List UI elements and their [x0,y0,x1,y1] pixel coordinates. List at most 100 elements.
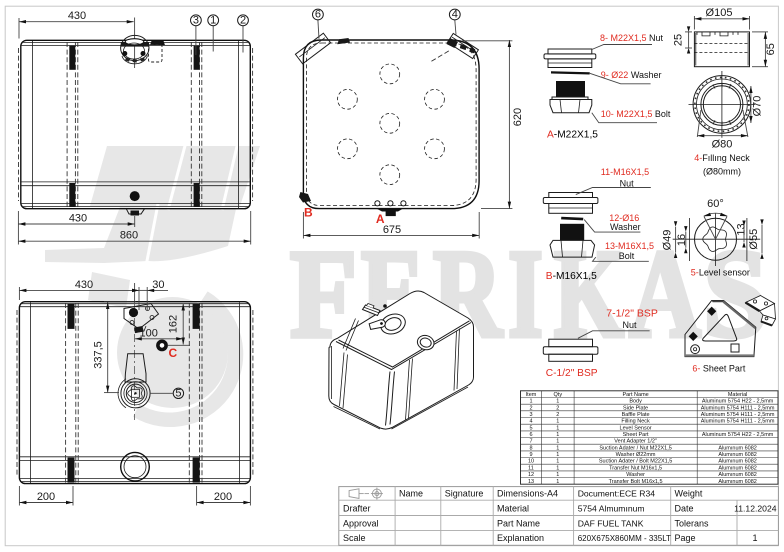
svg-text:Ø70: Ø70 [752,96,764,117]
svg-text:675: 675 [383,224,401,236]
svg-text:3: 3 [529,412,532,418]
svg-text:Alumınum 6082: Alumınum 6082 [718,445,757,451]
svg-text:1: 1 [210,14,216,26]
svg-text:2: 2 [240,14,246,26]
svg-text:B: B [304,206,313,220]
svg-text:3: 3 [193,14,199,26]
svg-text:B-M16X1,5: B-M16X1,5 [546,271,597,282]
svg-text:8- M22X1,5 Nut: 8- M22X1,5 Nut [600,33,664,43]
svg-text:Baffle Plate: Baffle Plate [622,412,650,418]
svg-text:Material: Material [497,503,529,513]
svg-text:10: 10 [528,459,534,465]
svg-text:Nut: Nut [620,178,635,188]
svg-text:Filling Neck: Filling Neck [621,419,650,425]
svg-text:Suction Adater / Bolt M22X1,5: Suction Adater / Bolt M22X1,5 [599,459,672,465]
svg-text:Part Name: Part Name [622,392,648,398]
svg-text:5: 5 [175,387,181,399]
svg-text:Aluminum 5754 H111 - 2,5mm: Aluminum 5754 H111 - 2,5mm [701,412,775,418]
svg-text:Washer Ø22mm: Washer Ø22mm [616,452,656,458]
svg-text:25: 25 [673,34,685,46]
svg-text:4: 4 [529,419,532,425]
svg-text:Qty: Qty [554,392,563,398]
svg-text:16: 16 [676,234,688,246]
svg-text:Alumınum 6082: Alumınum 6082 [718,452,757,458]
svg-text:9: 9 [529,452,532,458]
svg-text:1: 1 [556,439,559,445]
svg-text:7-1/2" BSP: 7-1/2" BSP [606,308,658,320]
svg-text:Aluminum 5754 H111 - 2,5mm: Aluminum 5754 H111 - 2,5mm [701,419,775,425]
svg-text:1: 1 [556,399,559,405]
svg-text:1: 1 [752,533,757,543]
svg-text:Alumınum 6082: Alumınum 6082 [718,465,757,471]
svg-text:1: 1 [556,419,559,425]
svg-text:12: 12 [528,472,534,478]
svg-text:860: 860 [120,230,138,242]
svg-text:Page: Page [675,533,696,543]
svg-text:Alumınum 6082: Alumınum 6082 [718,459,757,465]
svg-text:65: 65 [765,43,777,55]
svg-text:Material: Material [728,392,748,398]
svg-text:1: 1 [556,465,559,471]
svg-text:13: 13 [736,223,748,235]
svg-text:430: 430 [75,279,93,291]
svg-text:DAF FUEL TANK: DAF FUEL TANK [578,518,644,528]
svg-text:620: 620 [512,108,524,126]
svg-text:Weight: Weight [675,489,703,499]
svg-text:12-Ø16: 12-Ø16 [609,213,639,223]
svg-text:(Ø80mm): (Ø80mm) [703,167,741,177]
svg-text:Bolt: Bolt [619,251,635,261]
svg-text:1: 1 [556,459,559,465]
svg-text:Nut: Nut [623,320,638,330]
svg-text:Transfer Bolt M16x1,5: Transfer Bolt M16x1,5 [609,479,663,485]
svg-text:6- Sheet Part: 6- Sheet Part [692,363,746,373]
svg-text:60°: 60° [707,198,724,210]
svg-text:337,5: 337,5 [92,341,104,369]
svg-text:Dimensions-A4: Dimensions-A4 [497,489,558,499]
svg-text:Approval: Approval [343,518,379,528]
svg-text:Sheet Part: Sheet Part [623,432,649,438]
svg-text:Scale: Scale [343,533,366,543]
svg-text:11-M16X1,5: 11-M16X1,5 [601,167,649,177]
svg-text:620X675X860MM - 335LT: 620X675X860MM - 335LT [578,534,671,543]
svg-text:Side Plate: Side Plate [623,405,648,411]
svg-text:Ø49: Ø49 [661,230,673,251]
svg-text:7: 7 [529,439,532,445]
svg-text:Drafter: Drafter [343,503,371,513]
svg-text:430: 430 [69,212,87,224]
svg-text:Transfer Nut M16x1,5: Transfer Nut M16x1,5 [609,465,662,471]
svg-text:2: 2 [556,412,559,418]
svg-text:8: 8 [529,445,532,451]
svg-text:10- M22X1,5 Bolt: 10- M22X1,5 Bolt [601,109,671,119]
svg-text:162: 162 [168,315,180,333]
svg-text:5-Level sensor: 5-Level sensor [691,267,750,277]
svg-text:Aluminum 5754 H111 - 2,5mm: Aluminum 5754 H111 - 2,5mm [701,405,775,411]
svg-text:6: 6 [315,9,321,21]
svg-text:K: K [554,225,624,364]
svg-text:1: 1 [556,425,559,431]
svg-text:13: 13 [528,479,534,485]
svg-text:5754 Almumınum: 5754 Almumınum [578,503,645,513]
svg-text:Alumınum 6082: Alumınum 6082 [718,479,757,485]
svg-text:Ø105: Ø105 [706,7,733,19]
svg-text:Washer: Washer [610,222,641,232]
svg-text:Part Name: Part Name [497,518,540,528]
svg-text:2: 2 [529,405,532,411]
svg-text:Suction Adater / Nut M22X1,5: Suction Adater / Nut M22X1,5 [599,445,671,451]
svg-text:C: C [169,346,178,360]
svg-text:30: 30 [152,279,164,291]
svg-text:Date: Date [675,503,694,513]
svg-text:200: 200 [214,491,232,503]
svg-text:Tolerans: Tolerans [675,518,710,528]
svg-text:Aluminum 5754 H22 - 2,5mm: Aluminum 5754 H22 - 2,5mm [702,432,774,438]
svg-text:Body: Body [629,399,642,405]
svg-text:Level Sensor: Level Sensor [620,425,652,431]
svg-text:I: I [508,225,543,364]
svg-text:Document:ECE R34: Document:ECE R34 [578,489,656,499]
svg-text:Signature: Signature [445,489,484,499]
svg-text:A: A [376,212,385,226]
svg-text:1: 1 [556,472,559,478]
svg-text:1: 1 [529,399,532,405]
svg-text:Item: Item [526,392,537,398]
svg-text:2: 2 [556,405,559,411]
svg-text:100: 100 [140,327,158,339]
